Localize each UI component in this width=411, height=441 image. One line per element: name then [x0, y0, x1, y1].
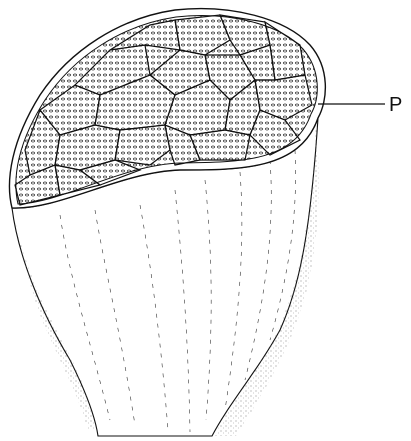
label-p: P — [389, 94, 402, 116]
